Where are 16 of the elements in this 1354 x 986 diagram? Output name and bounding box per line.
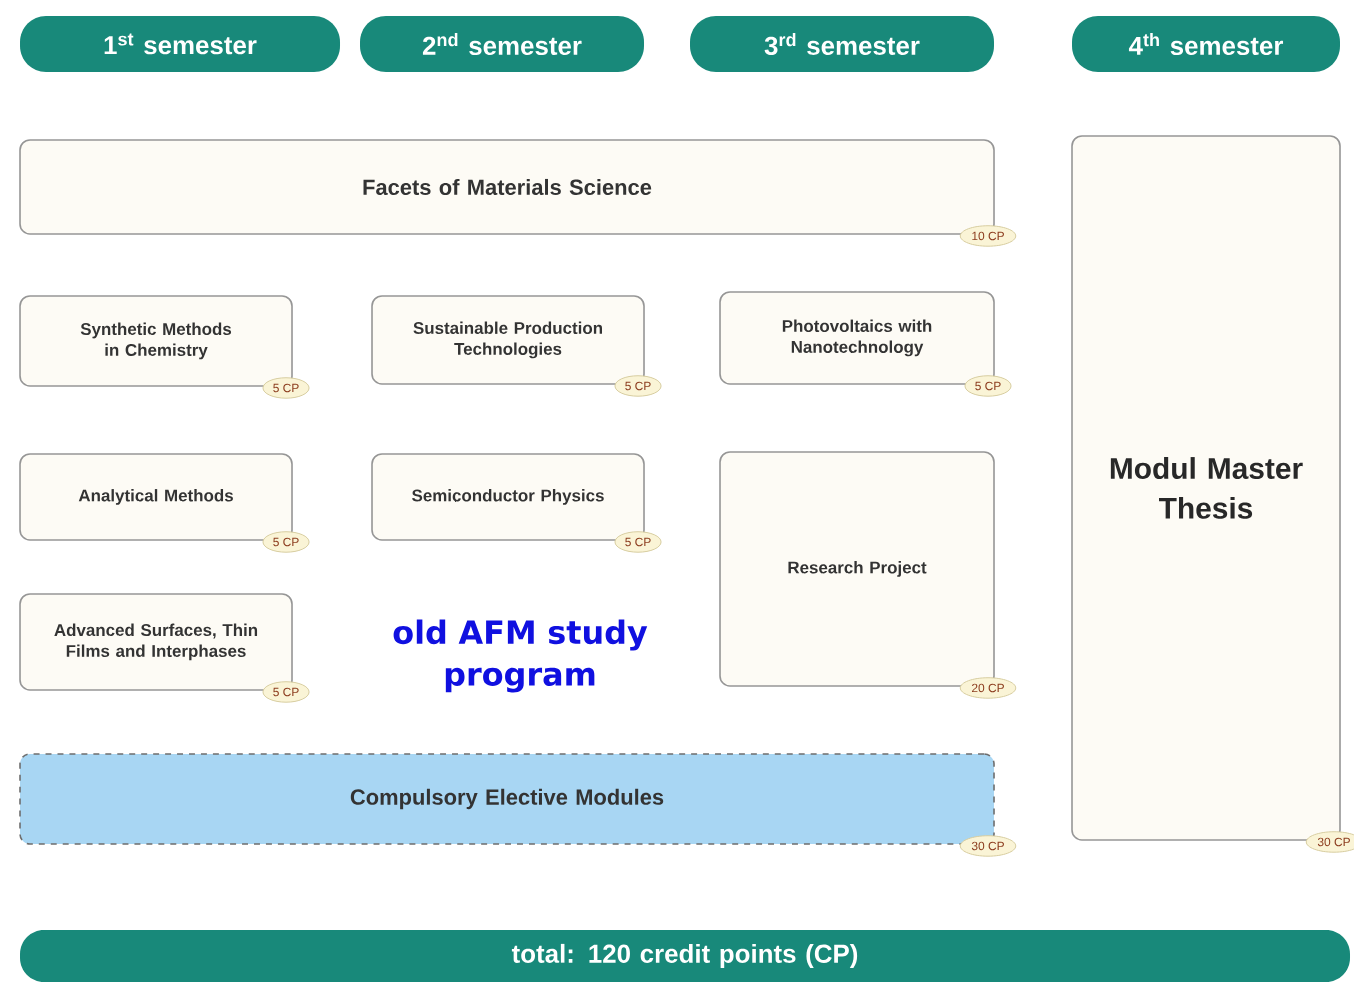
module-box: Semiconductor Physics <box>371 453 645 541</box>
thesis-box: Modul Master Thesis <box>1071 135 1341 841</box>
module-box: Facets of Materials Science <box>19 139 995 235</box>
pill: 4$^{th}$ semester <box>1072 16 1340 72</box>
module-box: Synthetic Methods in Chemistry <box>19 295 293 387</box>
module-box: Sustainable Production Technologies <box>371 295 645 385</box>
total-bar: total: 120 credit points (CP) <box>20 929 1350 982</box>
pill: 3$^{rd}$ semester <box>690 16 994 72</box>
note-text: old AFM study program <box>393 619 648 693</box>
module-box: Research Project <box>719 451 995 687</box>
module-box: Advanced Surfaces, Thin Films and Interphases <box>19 593 293 691</box>
module-box: Compulsory Elective Modules <box>19 753 995 845</box>
pill: 2$^{nd}$ semester <box>360 16 644 72</box>
module-box: Analytical Methods <box>19 453 293 541</box>
module-box: Photovoltaics with Nanotechnology <box>719 291 995 385</box>
pill: 1$^{st}$ semester <box>20 16 340 72</box>
